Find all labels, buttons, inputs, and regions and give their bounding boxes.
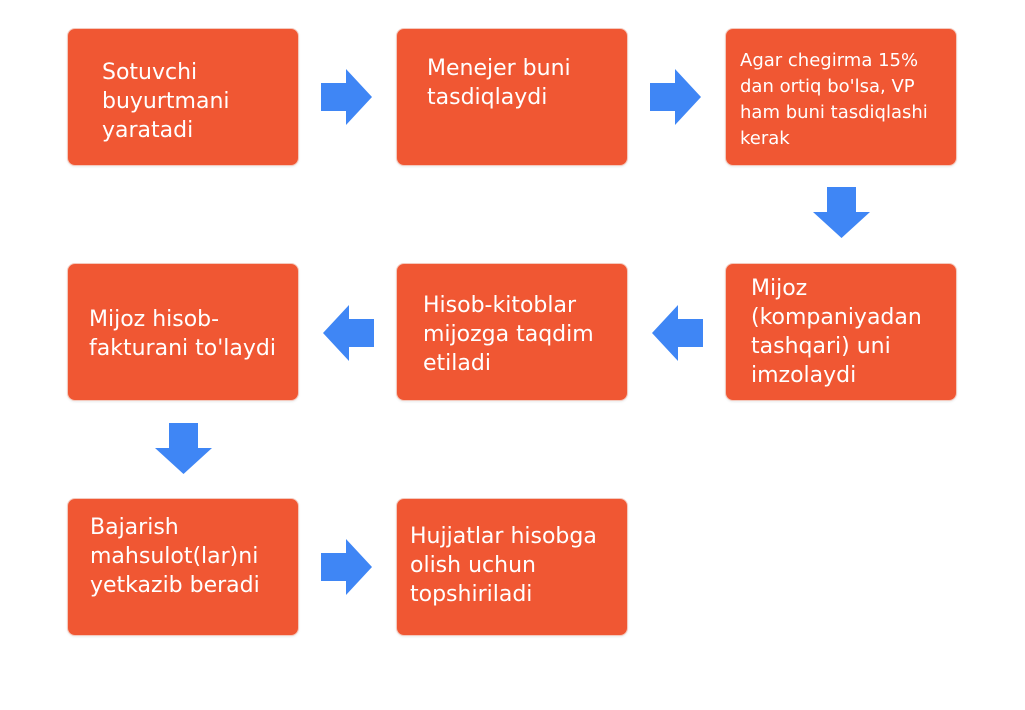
step-box-8: Hujjatlar hisobga olish uchun topshirila… [396, 498, 628, 636]
arrow-shape [155, 423, 212, 474]
arrow-down-icon-2 [155, 423, 212, 474]
step-label-4: Mijoz (kompaniyadan tashqari) uni imzola… [751, 276, 922, 388]
step-label-5: Hisob-kitoblar mijozga taqdim etiladi [423, 293, 594, 376]
step-box-6: Mijoz hisob- fakturani to'laydi [67, 263, 299, 401]
arrow-shape [323, 305, 374, 361]
step-label-8: Hujjatlar hisobga olish uchun topshirila… [410, 524, 597, 607]
step-label-1: Sotuvchi buyurtmani yaratadi [102, 60, 230, 143]
step-label-3: Agar chegirma 15% dan ortiq bo'lsa, VP h… [740, 50, 928, 149]
step-box-1: Sotuvchi buyurtmani yaratadi [67, 28, 299, 166]
step-box-3: Agar chegirma 15% dan ortiq bo'lsa, VP h… [725, 28, 957, 166]
step-box-5: Hisob-kitoblar mijozga taqdim etiladi [396, 263, 628, 401]
step-label-2: Menejer buni tasdiqlaydi [427, 56, 571, 110]
step-box-7: Bajarish mahsulot(lar)ni yetkazib beradi [67, 498, 299, 636]
arrow-right-icon-3 [321, 539, 372, 595]
arrow-shape [813, 187, 870, 238]
arrow-shape [650, 69, 701, 125]
arrow-shape [652, 305, 703, 361]
arrow-right-icon-2 [650, 69, 701, 125]
arrow-shape [321, 69, 372, 125]
arrow-left-icon-1 [652, 305, 703, 361]
step-label-7: Bajarish mahsulot(lar)ni yetkazib beradi [90, 515, 260, 598]
arrow-left-icon-2 [323, 305, 374, 361]
arrow-right-icon-1 [321, 69, 372, 125]
step-box-2: Menejer buni tasdiqlaydi [396, 28, 628, 166]
arrow-down-icon-1 [813, 187, 870, 238]
step-box-4: Mijoz (kompaniyadan tashqari) uni imzola… [725, 263, 957, 401]
arrow-shape [321, 539, 372, 595]
step-label-6: Mijoz hisob- fakturani to'laydi [89, 307, 276, 361]
